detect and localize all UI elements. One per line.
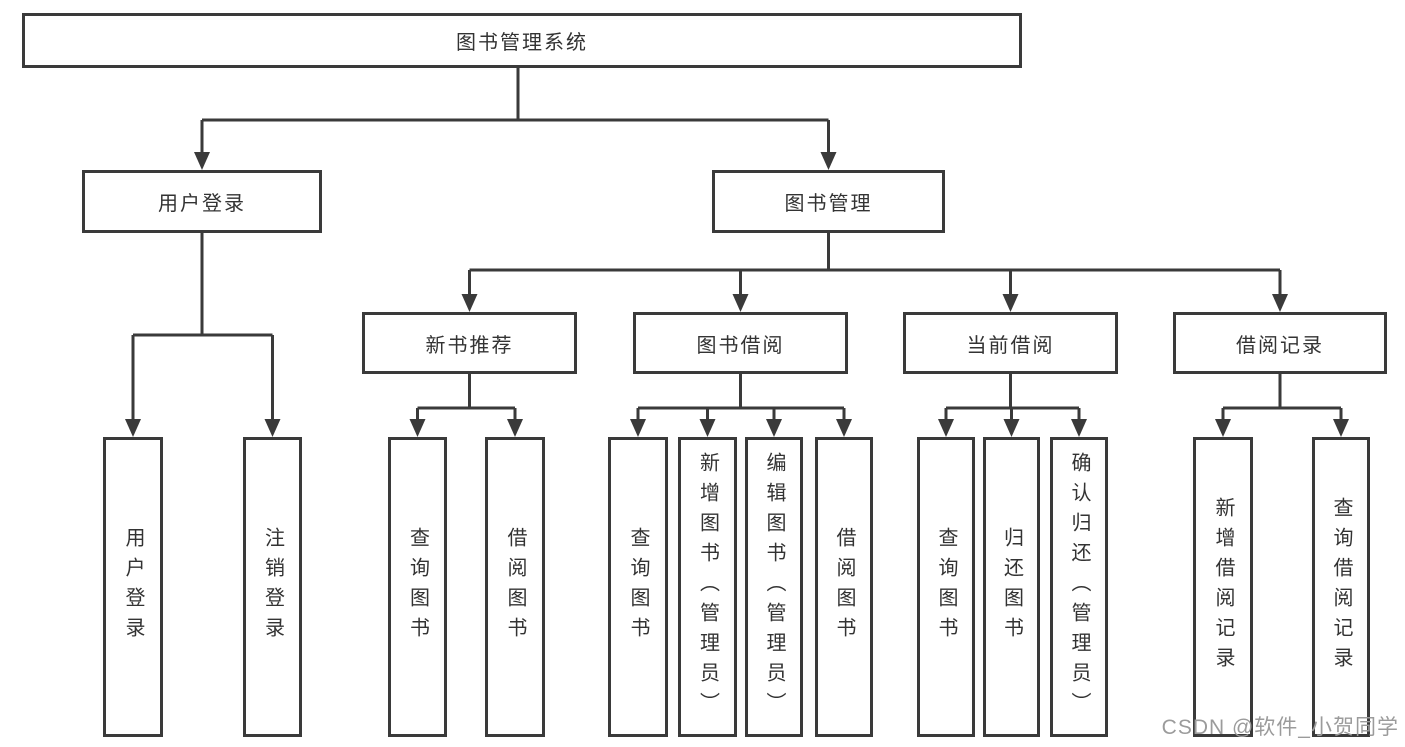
leaf-edit-books-admin: 编辑图书（管理员） xyxy=(745,437,803,737)
leaf-borrow-books-borrowing: 借阅图书 xyxy=(815,437,873,737)
leaf-borrow-books-recommend: 借阅图书 xyxy=(485,437,545,737)
leaf-user-login: 用户登录 xyxy=(103,437,163,737)
leaf-add-borrow-record: 新增借阅记录 xyxy=(1193,437,1253,737)
leaf-query-borrow-record: 查询借阅记录 xyxy=(1312,437,1370,737)
node-new-book-recommend: 新书推荐 xyxy=(362,312,577,374)
leaf-confirm-return-admin: 确认归还（管理员） xyxy=(1050,437,1108,737)
leaf-add-books-admin: 新增图书（管理员） xyxy=(678,437,737,737)
node-borrowing-records: 借阅记录 xyxy=(1173,312,1387,374)
leaf-logout: 注销登录 xyxy=(243,437,302,737)
leaf-query-books-recommend: 查询图书 xyxy=(388,437,447,737)
node-book-management: 图书管理 xyxy=(712,170,945,233)
leaf-query-books-current: 查询图书 xyxy=(917,437,975,737)
node-book-borrowing: 图书借阅 xyxy=(633,312,848,374)
node-user-login: 用户登录 xyxy=(82,170,322,233)
leaf-return-books: 归还图书 xyxy=(983,437,1040,737)
csdn-watermark: CSDN @软件_小贺同学 xyxy=(1161,716,1399,739)
node-current-borrowing: 当前借阅 xyxy=(903,312,1118,374)
leaf-query-books-borrowing: 查询图书 xyxy=(608,437,668,737)
arrowheads xyxy=(125,152,1349,437)
node-root-system: 图书管理系统 xyxy=(22,13,1022,68)
